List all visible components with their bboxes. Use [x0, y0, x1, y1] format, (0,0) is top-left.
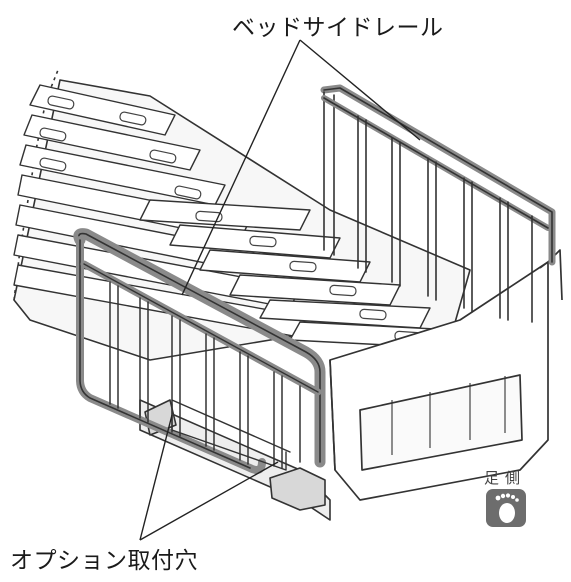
- leader-side-rail-far: [299, 39, 421, 141]
- side-rail-far: [320, 84, 556, 323]
- foot-icon: [486, 489, 526, 527]
- leader-side-rail-near: [181, 39, 301, 296]
- foot-board: [329, 249, 563, 501]
- slat-grips: [39, 95, 422, 343]
- side-rail-label: ベッドサイドレール: [232, 15, 444, 41]
- leader-option-hole-left: [139, 414, 173, 541]
- foot-side-label: 足側: [484, 469, 527, 487]
- option-hole-label: オプション取付穴: [10, 548, 198, 574]
- leader-lines: [139, 39, 421, 541]
- leader-option-hole-right: [139, 461, 279, 541]
